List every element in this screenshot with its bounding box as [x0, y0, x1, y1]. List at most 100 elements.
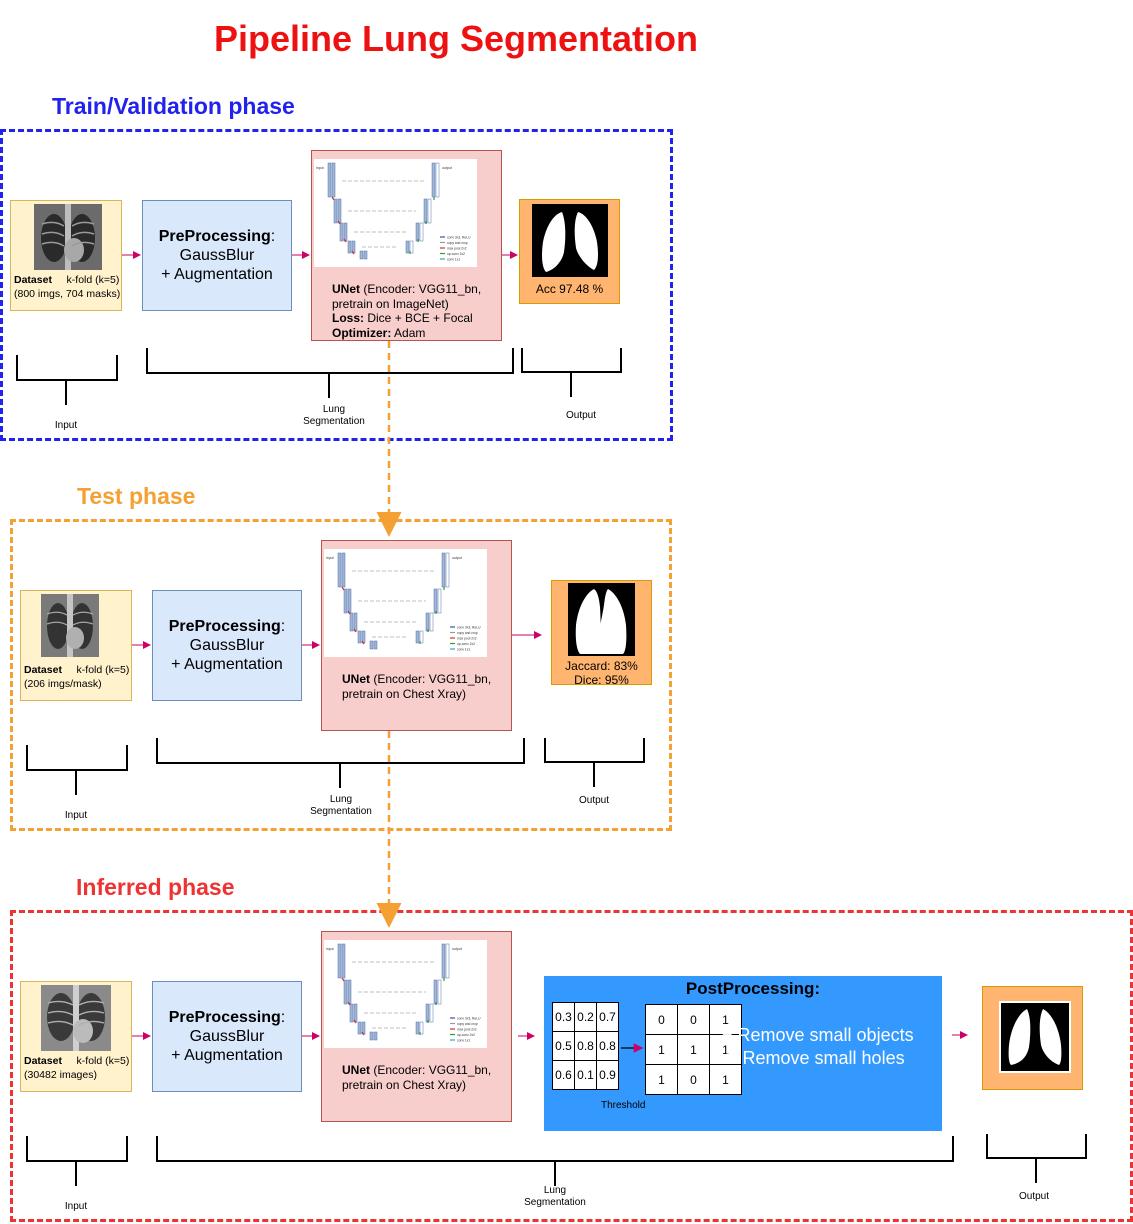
- test-phase-title: Test phase: [77, 483, 196, 509]
- unet-feature-map: [429, 1003, 434, 1023]
- unet-feature-map: [347, 240, 352, 254]
- lung-mask-image: [532, 204, 608, 277]
- binary-cell: 0: [677, 1064, 710, 1095]
- unet-legend-label: copy and crop: [457, 1022, 478, 1026]
- unet-legend-label: max pool 2x2: [447, 246, 467, 250]
- binary-cell: 1: [645, 1034, 678, 1065]
- bracket-output: [521, 348, 622, 397]
- unet-output-label: output: [452, 556, 462, 560]
- unet-feature-map: [419, 630, 424, 644]
- dataset-label: Dataset: [14, 274, 52, 286]
- unet-feature-map: [349, 612, 354, 632]
- unet-pretrain: pretrain on Chest Xray): [342, 1077, 467, 1092]
- unet-feature-map: [337, 943, 342, 979]
- unet-feature-map: [343, 979, 348, 1005]
- preprocessing-title: PreProcessing: [168, 618, 281, 635]
- bracket-output: [986, 1134, 1087, 1183]
- train-dataset-box: Dataset k-fold (k=5) (800 imgs, 704 mask…: [10, 200, 122, 311]
- dataset-info: (30482 images): [24, 1069, 97, 1081]
- test-phase-container: [10, 519, 672, 831]
- unet-feature-map: [363, 250, 368, 260]
- unet-legend-label: conv 3x3, ReLU: [457, 1016, 481, 1020]
- output-label: Output: [1018, 1191, 1050, 1202]
- preprocessing-colon: :: [280, 1009, 286, 1026]
- bracket-output: [544, 738, 645, 787]
- bracket-input: [26, 745, 128, 795]
- unet-maxpool-arrow: [347, 610, 351, 615]
- unet-input-label: input: [326, 947, 334, 951]
- unet-feature-map: [437, 979, 442, 1005]
- dataset-label: Dataset: [24, 664, 62, 676]
- unet-legend-label: conv 3x3, ReLU: [447, 235, 471, 239]
- unet-output-label: output: [442, 166, 452, 170]
- test-output-box: Jaccard: 83% Dice: 95%: [551, 580, 652, 687]
- preprocessing-step-1: GaussBlur: [179, 247, 255, 264]
- lung-label: Lung: [543, 1185, 567, 1196]
- inferred-phase-container: [10, 910, 1133, 1222]
- unet-encoder: (Encoder: VGG11_bn,: [370, 1063, 492, 1077]
- output-label: Output: [578, 795, 610, 806]
- unet-label: UNet: [342, 672, 371, 686]
- unet-legend-label: copy and crop: [457, 631, 478, 635]
- dataset-info: (800 imgs, 704 masks): [14, 288, 121, 300]
- bracket-segmentation: [156, 1136, 954, 1186]
- page-title: Pipeline Lung Segmentation: [213, 18, 699, 59]
- unet-encoder: (Encoder: VGG11_bn,: [370, 672, 492, 686]
- unet-feature-map: [369, 1031, 374, 1041]
- segmentation-label: Segmentation: [310, 806, 372, 817]
- preprocessing-step-2: + Augmentation: [171, 656, 283, 673]
- lung-label: Lung: [322, 404, 346, 415]
- loss-value: Dice + BCE + Focal: [364, 311, 473, 325]
- kfold-label: k-fold (k=5): [76, 664, 130, 676]
- unet-maxpool-arrow: [341, 977, 345, 982]
- unet-pretrain: pretrain on Chest Xray): [342, 686, 467, 701]
- kfold-label: k-fold (k=5): [66, 274, 120, 286]
- unet-label: UNet: [332, 282, 361, 296]
- preprocessing-step-2: + Augmentation: [161, 266, 273, 283]
- unet-maxpool-arrow: [353, 1019, 357, 1024]
- unet-feature-map: [437, 588, 442, 614]
- unet-feature-map: [357, 630, 362, 644]
- unet-maxpool-arrow: [361, 1031, 365, 1036]
- binary-cell: 1: [709, 1034, 742, 1065]
- bracket-input: [16, 355, 118, 405]
- bracket-segmentation: [146, 348, 514, 398]
- preprocessing-step-1: GaussBlur: [189, 637, 265, 654]
- unet-feature-map: [445, 552, 450, 588]
- unet-legend-label: copy and crop: [447, 241, 468, 245]
- unet-feature-map: [341, 552, 346, 588]
- optimizer-value: Adam: [391, 325, 426, 340]
- unet-maxpool-arrow: [347, 1001, 351, 1006]
- remove-small-holes: + Remove small holes: [722, 1048, 905, 1068]
- unet-legend-label: conv 1x1: [447, 257, 460, 261]
- optimizer-label: Optimizer:: [332, 325, 392, 340]
- input-label: Input: [54, 420, 78, 431]
- unet-feature-map: [373, 640, 378, 650]
- probability-cell: 0.9: [596, 1060, 619, 1090]
- unet-maxpool-arrow: [351, 250, 355, 255]
- dataset-label: Dataset: [24, 1055, 62, 1067]
- unet-feature-map: [339, 222, 344, 242]
- unet-maxpool-arrow: [337, 220, 341, 225]
- unet-feature-map: [415, 1021, 420, 1035]
- output-label: Output: [565, 410, 597, 421]
- unet-legend-label: max pool 2x2: [457, 1027, 477, 1031]
- preprocessing-colon: :: [280, 618, 286, 635]
- bracket-input: [26, 1136, 128, 1186]
- unet-maxpool-arrow: [331, 196, 335, 201]
- input-label: Input: [64, 1201, 88, 1212]
- train-output-box: Acc 97.48 %: [519, 199, 620, 304]
- unet-legend-label: conv 1x1: [457, 1038, 470, 1042]
- unet-feature-map: [343, 588, 348, 614]
- unet-maxpool-arrow: [353, 628, 357, 633]
- unet-feature-map: [429, 612, 434, 632]
- unet-legend-label: conv 1x1: [457, 647, 470, 651]
- binary-cell: 0: [677, 1004, 710, 1035]
